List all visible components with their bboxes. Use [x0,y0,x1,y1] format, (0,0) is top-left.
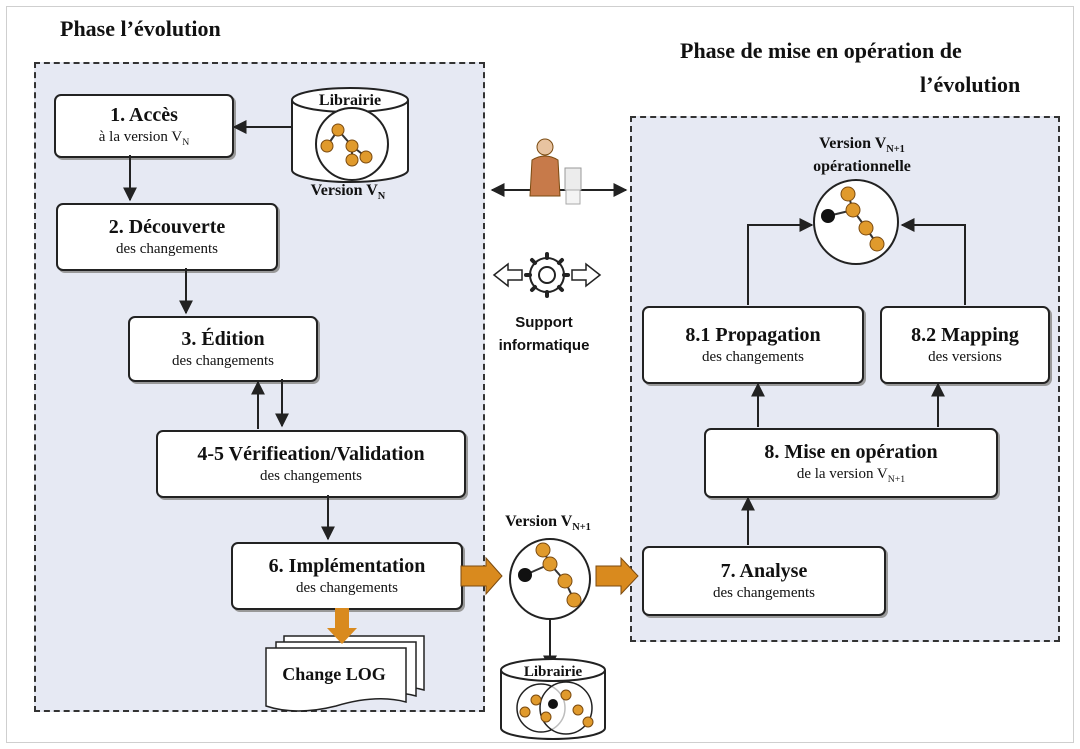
change-log-icon [265,608,425,712]
version-n1-middle-caption: Version VN+1 [505,513,591,534]
step-4-5-title: 4-5 Vérifieation/Validation [197,443,425,465]
version-n-caption: Version VN [310,182,386,203]
gear-icon [524,252,570,298]
step-7-subtitle: des changements [712,585,816,601]
library-top-label: Librairie [319,92,381,109]
step-8-1-subtitle: des changements [701,349,805,365]
step-2-decouverte: 2. Découverte des changements [56,203,278,271]
step-6-title: 6. Implémentation [268,555,426,577]
step-1-acces: 1. Accès à la version VN [54,94,234,158]
step-4-5-subtitle: des changements [259,468,363,484]
step-2-title: 2. Découverte [108,216,226,238]
step-8-title: 8. Mise en opération [764,441,938,463]
step-8-mise-en-operation: 8. Mise en opération de la version VN+1 [704,428,998,498]
step-7-title: 7. Analyse [720,560,808,582]
step-3-subtitle: des changements [171,353,275,369]
step-1-title: 1. Accès [110,104,178,126]
operator-icon [529,138,582,205]
step-8-2-subtitle: des versions [928,349,1002,365]
step-6-implementation: 6. Implémentation des changements [231,542,463,610]
step-8-subtitle: de la version VN+1 [796,466,906,485]
library-bottom-label: Librairie [524,664,583,680]
library-top-icon [291,87,409,183]
step-2-subtitle: des changements [115,241,219,257]
double-arrow-left-icon [492,262,523,288]
step-8-2-mapping: 8.2 Mapping des versions [880,306,1050,384]
heading-phase-operation-line1: Phase de mise en opération de [680,38,962,63]
step-7-analyse: 7. Analyse des changements [642,546,886,616]
double-arrow-right-icon [571,262,602,288]
step-8-2-title: 8.2 Mapping [911,324,1019,346]
change-log-label: Change LOG [282,664,386,684]
step-8-1-title: 8.1 Propagation [685,324,821,346]
version-n1-middle-graph [509,538,591,620]
heading-phase-operation-line2: l’évolution [920,72,1021,97]
heading-phase-evolution: Phase l’évolution [60,16,221,41]
step-1-subtitle: à la version VN [98,129,190,148]
step-3-title: 3. Édition [181,328,265,350]
arrow-6-to-version [460,556,503,596]
step-3-edition: 3. Édition des changements [128,316,318,382]
arrow-version-to-7 [595,556,639,596]
library-bottom-icon [500,658,606,740]
step-6-subtitle: des changements [295,580,399,596]
step-4-5-verification: 4-5 Vérifieation/Validation des changeme… [156,430,466,498]
version-operational-graph [813,179,899,265]
figure-frame [6,6,1074,743]
arrow-8-1-to-operational [747,218,814,305]
arrow-8-2-to-operational [900,218,966,305]
